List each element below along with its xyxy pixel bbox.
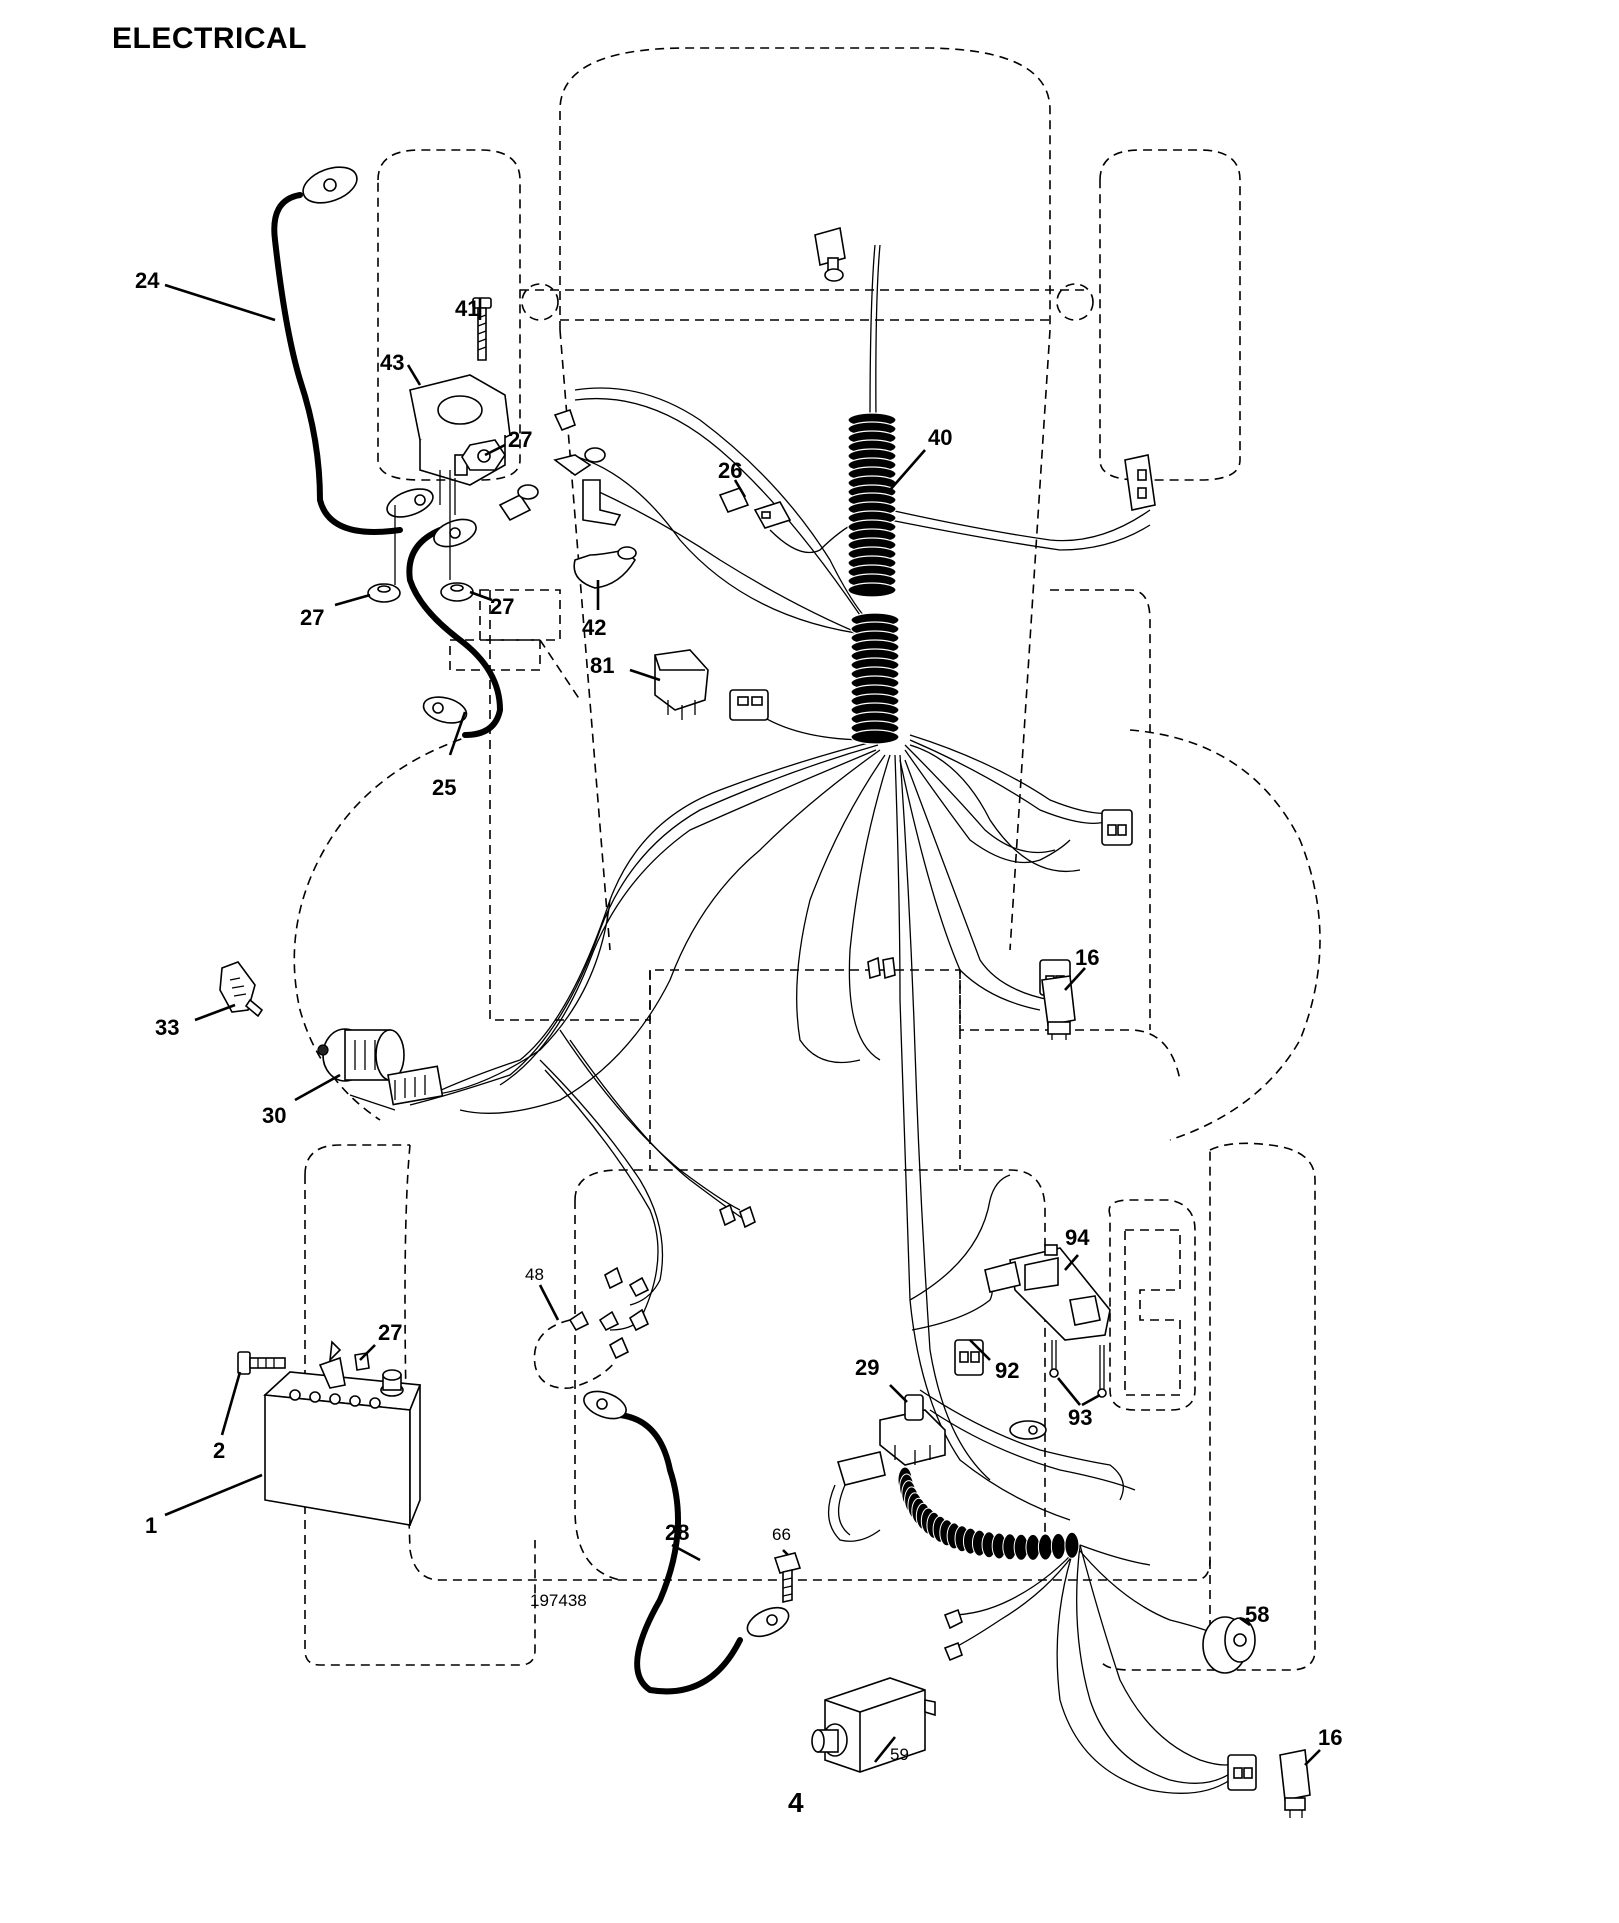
terminal-boot-42 (573, 546, 637, 589)
loom-ring (850, 729, 900, 745)
callout-16-upper: 16 (1075, 945, 1099, 970)
callout-41: 41 (455, 296, 479, 321)
callout-25: 25 (432, 775, 456, 800)
page-number: 4 (788, 1787, 804, 1818)
switch-16-lower (1227, 1749, 1311, 1818)
connector-right-mid (1101, 809, 1133, 846)
bolt-41 (472, 297, 492, 361)
screws-93 (1049, 1340, 1107, 1398)
callout-48: 48 (525, 1265, 544, 1284)
bolt-2 (237, 1351, 286, 1375)
callout-labels: 24 41 43 27 27 27 25 26 40 42 81 16 33 3… (135, 268, 1342, 1818)
relay-81 (654, 649, 709, 720)
tractor-outline (293, 47, 1321, 1671)
terminal-connectors (498, 408, 622, 526)
harness-loom (847, 412, 900, 745)
module-59 (811, 1677, 936, 1773)
connector-92 (954, 1339, 984, 1376)
fuse-26 (718, 487, 792, 529)
small-plugs-middle (867, 956, 896, 980)
callout-33: 33 (155, 1015, 179, 1040)
callout-2: 2 (213, 1438, 225, 1463)
loom-ring (847, 582, 897, 598)
terminals-48 (533, 1203, 756, 1389)
callout-29: 29 (855, 1355, 879, 1380)
right-connector-top (1124, 454, 1156, 511)
callout-58: 58 (1245, 1602, 1269, 1627)
callout-81: 81 (590, 653, 614, 678)
callout-93: 93 (1068, 1405, 1092, 1430)
callout-30: 30 (262, 1103, 286, 1128)
seat-switch-94 (1009, 1244, 1111, 1341)
main-wire-harness (409, 244, 1241, 1794)
callout-27-battery: 27 (378, 1320, 402, 1345)
switch-29 (879, 1394, 946, 1466)
stud-lines (394, 470, 451, 585)
nut-27-right (440, 582, 474, 602)
bolt-66 (773, 1552, 802, 1603)
nut-27-battery (354, 1352, 370, 1371)
callout-1: 1 (145, 1513, 157, 1538)
ignition-switch-30 (317, 1028, 444, 1111)
loom-ring (1037, 1533, 1053, 1561)
drawing-number: 197438 (530, 1591, 587, 1610)
relay-connector (729, 689, 769, 721)
connector-94-plug (984, 1261, 1021, 1293)
battery-1 (263, 1340, 422, 1526)
callout-27-top: 27 (508, 427, 532, 452)
callout-27-right: 27 (490, 594, 514, 619)
loom-ring (1064, 1531, 1080, 1559)
terminals-59 (943, 1608, 963, 1662)
callout-94: 94 (1065, 1225, 1090, 1250)
callout-27-left: 27 (300, 605, 324, 630)
callout-59: 59 (890, 1745, 909, 1764)
battery-cable-24 (271, 166, 434, 535)
callout-66: 66 (772, 1525, 791, 1544)
loom-ring (1025, 1533, 1041, 1561)
callout-16-lower: 16 (1318, 1725, 1342, 1750)
callout-28: 28 (665, 1520, 689, 1545)
callout-24: 24 (135, 268, 160, 293)
top-connector (814, 226, 846, 282)
rear-harness-connector (828, 1420, 1047, 1542)
nut-27-left (367, 583, 401, 603)
callout-26: 26 (718, 458, 742, 483)
ignition-key-33 (219, 961, 264, 1018)
callout-40: 40 (928, 425, 952, 450)
callout-43: 43 (380, 350, 404, 375)
cable-25 (406, 518, 504, 738)
component-58 (1202, 1616, 1256, 1674)
callout-92: 92 (995, 1358, 1019, 1383)
leader-lines (164, 283, 1321, 1766)
harness-loom-rear (897, 1466, 1080, 1561)
callout-42: 42 (582, 615, 606, 640)
page-title: ELECTRICAL (112, 22, 307, 55)
cable-28 (583, 1390, 790, 1695)
loom-ring (1050, 1532, 1066, 1560)
